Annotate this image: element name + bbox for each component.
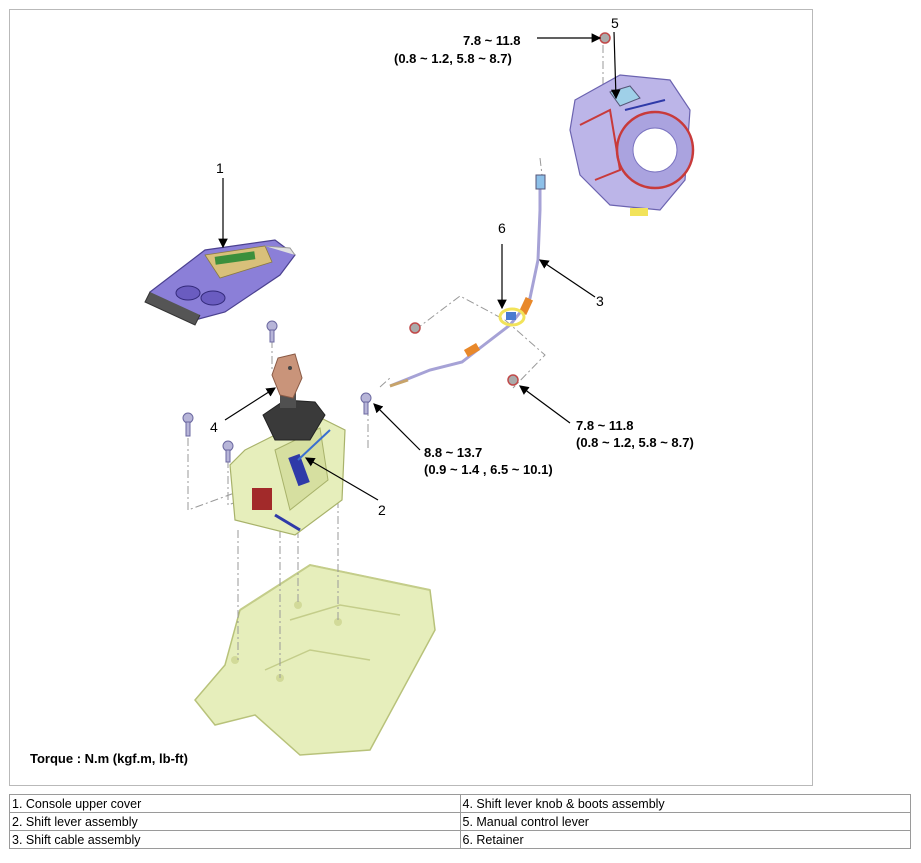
legend-cell: 4. Shift lever knob & boots assembly [459, 794, 911, 813]
floor-panel [194, 563, 436, 756]
assembly-lines [187, 45, 604, 678]
diagram-frame: 1 2 3 4 5 6 7.8 ~ 11.8 (0.8 ~ 1.2, 5.8 ~… [9, 9, 813, 786]
torque-spec-line: (0.8 ~ 1.2, 5.8 ~ 8.7) [394, 51, 512, 66]
bolt-icon [360, 392, 372, 415]
shift-knob-boot [262, 353, 326, 441]
callout-4: 4 [210, 419, 218, 435]
torque-unit-note: Torque : N.m (kgf.m, lb-ft) [30, 751, 188, 766]
exploded-diagram [144, 31, 695, 756]
torque-spec-line: 8.8 ~ 13.7 [424, 445, 483, 460]
callout-6: 6 [498, 220, 506, 236]
parts-legend-table: 1. Console upper cover 4. Shift lever kn… [9, 794, 911, 849]
callout-1: 1 [216, 160, 224, 176]
bolt-icon [266, 320, 278, 343]
bolts [182, 320, 372, 463]
legend-cell: 3. Shift cable assembly [9, 830, 461, 849]
torque-spec-line: (0.9 ~ 1.4 , 6.5 ~ 10.1) [424, 462, 553, 477]
bolt-icon [182, 412, 194, 437]
torque-spec-line: 7.8 ~ 11.8 [576, 418, 634, 433]
table-row: 3. Shift cable assembly 6. Retainer [9, 830, 911, 849]
console-upper-cover [144, 239, 296, 326]
table-row: 1. Console upper cover 4. Shift lever kn… [9, 794, 911, 813]
legend-cell: 6. Retainer [459, 830, 911, 849]
bolt-icon [222, 440, 234, 463]
retainer [498, 307, 526, 327]
nut-icon [599, 32, 611, 44]
legend-cell: 5. Manual control lever [459, 812, 911, 831]
nut-icon [409, 322, 421, 334]
nut-icon [507, 374, 519, 386]
legend-cell: 1. Console upper cover [9, 794, 461, 813]
callout-5: 5 [611, 15, 619, 31]
torque-spec-line: 7.8 ~ 11.8 [463, 33, 521, 48]
leader-arrows [218, 31, 621, 501]
shift-cable [389, 174, 546, 388]
callout-3: 3 [596, 293, 604, 309]
transaxle [569, 74, 695, 216]
table-row: 2. Shift lever assembly 5. Manual contro… [9, 812, 911, 831]
callout-2: 2 [378, 502, 386, 518]
legend-cell: 2. Shift lever assembly [9, 812, 461, 831]
torque-spec-line: (0.8 ~ 1.2, 5.8 ~ 8.7) [576, 435, 694, 450]
nuts [409, 32, 611, 386]
